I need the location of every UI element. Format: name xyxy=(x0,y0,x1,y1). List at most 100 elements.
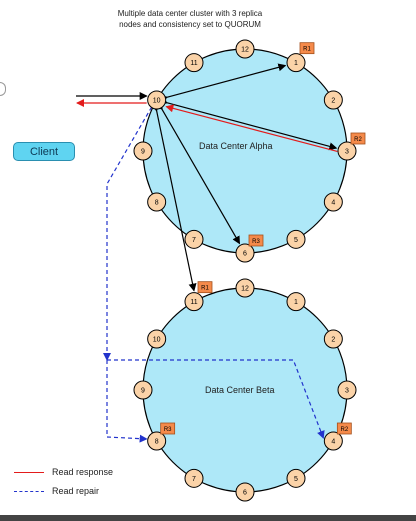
alpha-replica-tag-r1: R1 xyxy=(299,42,315,55)
node-label: 1 xyxy=(294,299,298,306)
replica-tag-label: R2 xyxy=(340,427,348,433)
alpha-node-2: 2 xyxy=(323,90,343,110)
node-label: 7 xyxy=(192,237,196,244)
beta-node-6: 6 xyxy=(235,482,255,502)
alpha-node-5: 5 xyxy=(286,229,306,249)
repair-arrow-node10-trunk xyxy=(103,106,153,361)
replica-tag-box xyxy=(197,281,213,294)
alpha-node-8: 8 xyxy=(147,192,167,212)
repair-arrow-to-beta-8 xyxy=(106,360,148,443)
node-circle xyxy=(184,53,204,73)
alpha-node-1: 1 xyxy=(286,53,306,73)
node-circle xyxy=(235,39,255,59)
node-circle xyxy=(323,192,343,212)
node-circle xyxy=(235,482,255,502)
node-label: 2 xyxy=(331,98,335,105)
replica-tag-label: R1 xyxy=(303,47,311,53)
replica-tag-label: R3 xyxy=(164,427,172,433)
node-label: 9 xyxy=(141,388,145,395)
node-label: 10 xyxy=(153,337,161,344)
node-label: 8 xyxy=(155,439,159,446)
replica-tag-label: R1 xyxy=(201,286,209,292)
legend-line-dashed xyxy=(14,491,44,492)
bottom-border xyxy=(0,515,416,521)
dc-beta-label: Data Center Beta xyxy=(205,385,275,395)
node-circle xyxy=(323,329,343,349)
beta-node-3: 3 xyxy=(337,380,357,400)
node-circle xyxy=(147,431,167,451)
node-circle xyxy=(147,192,167,212)
node-circle xyxy=(337,141,357,161)
beta-node-8: 8 xyxy=(147,431,167,451)
beta-replica-tag-r3: R3 xyxy=(160,422,176,435)
beta-node-1: 1 xyxy=(286,292,306,312)
client-box: Client xyxy=(13,142,75,161)
node-circle xyxy=(286,468,306,488)
node-label: 3 xyxy=(345,149,349,156)
node-label: 12 xyxy=(241,286,249,293)
datacenter-ring-alpha xyxy=(142,48,348,254)
alpha-node-11: 11 xyxy=(184,53,204,73)
node-circle xyxy=(235,278,255,298)
alpha-node-6: 6 xyxy=(235,243,255,263)
node-circle xyxy=(184,468,204,488)
node-circle xyxy=(133,380,153,400)
node-circle xyxy=(286,292,306,312)
diagram-title: Multiple data center cluster with 3 repl… xyxy=(95,8,285,30)
alpha-replica-tag-r3: R3 xyxy=(248,234,264,247)
replica-tag-box xyxy=(160,422,176,435)
alpha-node-3: 3 xyxy=(337,141,357,161)
node-label: 6 xyxy=(243,251,247,258)
beta-node-12: 12 xyxy=(235,278,255,298)
node-circle xyxy=(323,431,343,451)
node-label: 2 xyxy=(331,337,335,344)
beta-node-10: 10 xyxy=(147,329,167,349)
legend-label: Read response xyxy=(52,467,114,477)
replica-tag-box xyxy=(336,422,352,435)
node-circle xyxy=(184,229,204,249)
node-label: 5 xyxy=(294,237,298,244)
legend-label: Read repair xyxy=(52,486,100,496)
beta-replica-tag-r1: R1 xyxy=(197,281,213,294)
coordinator-arrow-to-beta-11 xyxy=(151,103,197,292)
node-circle xyxy=(184,292,204,312)
alpha-node-4: 4 xyxy=(323,192,343,212)
node-label: 7 xyxy=(192,476,196,483)
node-label: 8 xyxy=(155,200,159,207)
title-line-2: nodes and consistency set to QUORUM xyxy=(119,20,261,29)
alpha-node-10: 10 xyxy=(147,90,167,110)
node-label: 4 xyxy=(331,439,335,446)
node-circle xyxy=(337,380,357,400)
node-circle xyxy=(286,229,306,249)
node-label: 5 xyxy=(294,476,298,483)
beta-replica-tag-r2: R2 xyxy=(336,422,352,435)
node-circle xyxy=(147,329,167,349)
alpha-node-7: 7 xyxy=(184,229,204,249)
node-label: 9 xyxy=(141,149,145,156)
alpha-node-9: 9 xyxy=(133,141,153,161)
node-label: 12 xyxy=(241,47,249,54)
dc-alpha-label: Data Center Alpha xyxy=(199,141,273,151)
node-circle xyxy=(323,90,343,110)
coordinator-arrow-to-alpha-1 xyxy=(159,63,287,103)
alpha-replica-tag-r2: R2 xyxy=(350,132,366,145)
replica-tag-label: R3 xyxy=(252,239,260,245)
node-circle xyxy=(147,90,167,110)
beta-node-11: 11 xyxy=(184,292,204,312)
node-circle xyxy=(286,53,306,73)
beta-node-9: 9 xyxy=(133,380,153,400)
replica-tag-box xyxy=(248,234,264,247)
node-label: 1 xyxy=(294,60,298,67)
beta-node-2: 2 xyxy=(323,329,343,349)
beta-node-7: 7 xyxy=(184,468,204,488)
title-line-1: Multiple data center cluster with 3 repl… xyxy=(117,9,263,18)
alpha-node-12: 12 xyxy=(235,39,255,59)
replica-tag-box xyxy=(350,132,366,145)
replica-tag-box xyxy=(299,42,315,55)
node-label: 10 xyxy=(153,98,161,105)
node-circle xyxy=(235,243,255,263)
node-label: 11 xyxy=(190,299,197,306)
beta-node-4: 4 xyxy=(323,431,343,451)
